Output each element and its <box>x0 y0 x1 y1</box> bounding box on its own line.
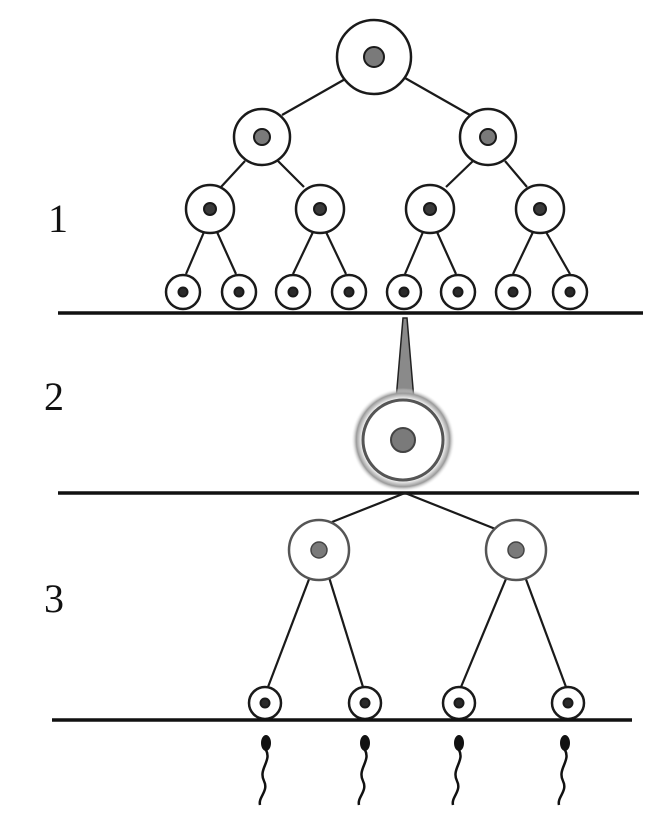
spermatid-cell <box>347 685 383 721</box>
cell-level-4 <box>274 273 312 311</box>
cell-level-4 <box>164 273 202 311</box>
cell-level-4 <box>439 273 477 311</box>
sperm-icon <box>258 735 271 806</box>
link <box>266 573 313 688</box>
cell-level-2 <box>458 107 518 167</box>
zone-label-1: 1 <box>48 196 68 241</box>
secondary-cell <box>484 518 548 582</box>
link <box>220 160 246 188</box>
zone-2-growth <box>351 317 455 492</box>
cell-level-2 <box>232 107 292 167</box>
cell-level-4 <box>330 273 368 311</box>
link <box>184 231 206 275</box>
link <box>281 77 348 116</box>
link <box>403 231 425 275</box>
link <box>331 491 406 524</box>
cell-level-4 <box>385 273 423 311</box>
link <box>512 231 534 275</box>
link <box>215 231 238 275</box>
link <box>326 573 365 688</box>
link <box>277 160 305 188</box>
primary-cell-nucleus <box>390 427 416 453</box>
cell-level-4 <box>494 273 532 311</box>
link <box>404 491 499 532</box>
link <box>445 160 474 188</box>
spermatid-cell <box>441 685 477 721</box>
spermatid-cell <box>247 685 283 721</box>
link <box>522 573 568 688</box>
zone-3-cells <box>247 518 586 721</box>
sperm-icon <box>557 735 570 806</box>
cell-level-3 <box>294 183 346 235</box>
link <box>404 77 471 116</box>
link <box>504 160 528 188</box>
zone-1-cells <box>164 18 589 311</box>
link <box>325 231 347 275</box>
sperm-cells <box>258 735 570 806</box>
cell-level-3 <box>514 183 566 235</box>
zone-3-links <box>266 491 568 688</box>
sperm-icon <box>357 735 370 806</box>
secondary-cell <box>287 518 351 582</box>
growth-stalk <box>395 317 415 401</box>
sperm-icon <box>451 735 464 806</box>
zone-label-3: 3 <box>44 576 64 621</box>
cell-level-4 <box>220 273 258 311</box>
cell-level-3 <box>404 183 456 235</box>
zone-label-2: 2 <box>44 374 64 419</box>
link <box>545 231 571 275</box>
zone-1-links <box>184 77 571 275</box>
spermatogonium-cell <box>335 18 413 96</box>
cell-level-3 <box>184 183 236 235</box>
link <box>292 231 314 275</box>
cell-level-4 <box>551 273 589 311</box>
spermatid-cell <box>550 685 586 721</box>
link <box>435 231 458 275</box>
link <box>459 573 510 688</box>
